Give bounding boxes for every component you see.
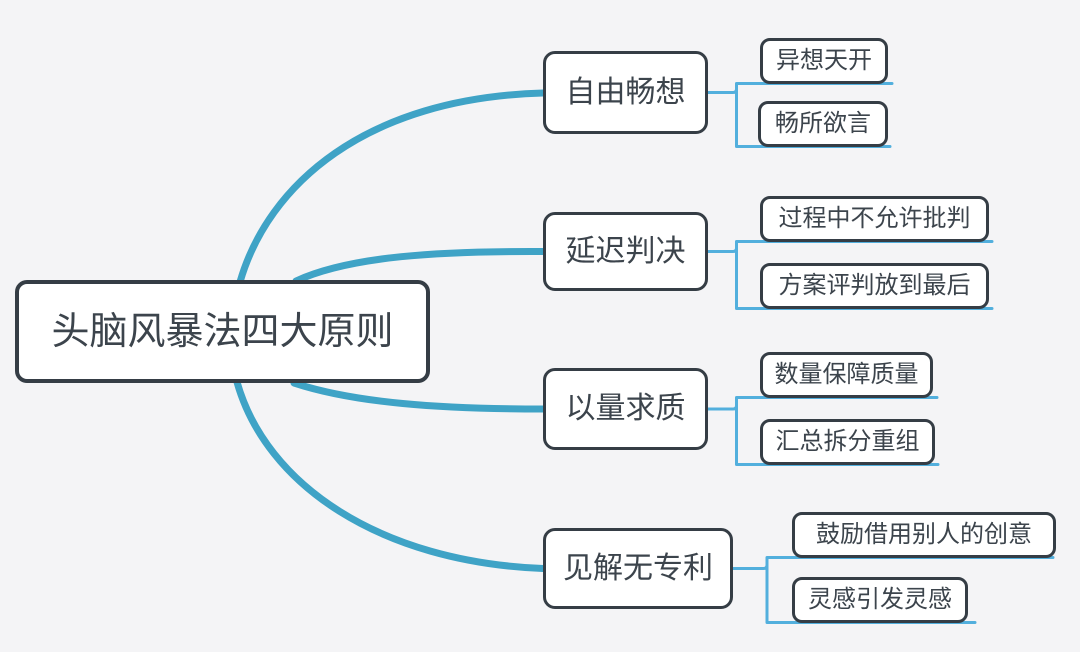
branch-topic-3[interactable]: 以量求质 [543,368,708,450]
subtopic-1-2[interactable]: 畅所欲言 [758,101,888,147]
child-connector-group-2 [706,240,994,310]
branch-topic-2[interactable]: 延迟判决 [543,212,708,291]
child-connector-group-3 [706,396,940,466]
root-branch-curve-4 [233,378,547,572]
subtopic-3-2[interactable]: 汇总拆分重组 [760,419,935,465]
subtopic-3-1[interactable]: 数量保障质量 [760,352,933,398]
subtopic-4-1[interactable]: 鼓励借用别人的创意 [792,512,1056,558]
subtopic-4-2[interactable]: 灵感引发灵感 [792,577,968,623]
root-branch-curve-3 [290,379,547,413]
branch-topic-4[interactable]: 见解无专利 [543,528,733,609]
root-topic[interactable]: 头脑风暴法四大原则 [15,280,430,383]
child-connector-group-4 [731,556,1055,624]
subtopic-2-1[interactable]: 过程中不允许批判 [760,196,989,242]
root-branch-curve-1 [236,89,547,286]
child-connector-group-1 [706,82,894,148]
root-branch-curve-2 [292,247,547,285]
subtopic-2-2[interactable]: 方案评判放到最后 [760,263,989,309]
subtopic-1-1[interactable]: 异想天开 [760,38,888,84]
branch-topic-1[interactable]: 自由畅想 [543,51,708,134]
